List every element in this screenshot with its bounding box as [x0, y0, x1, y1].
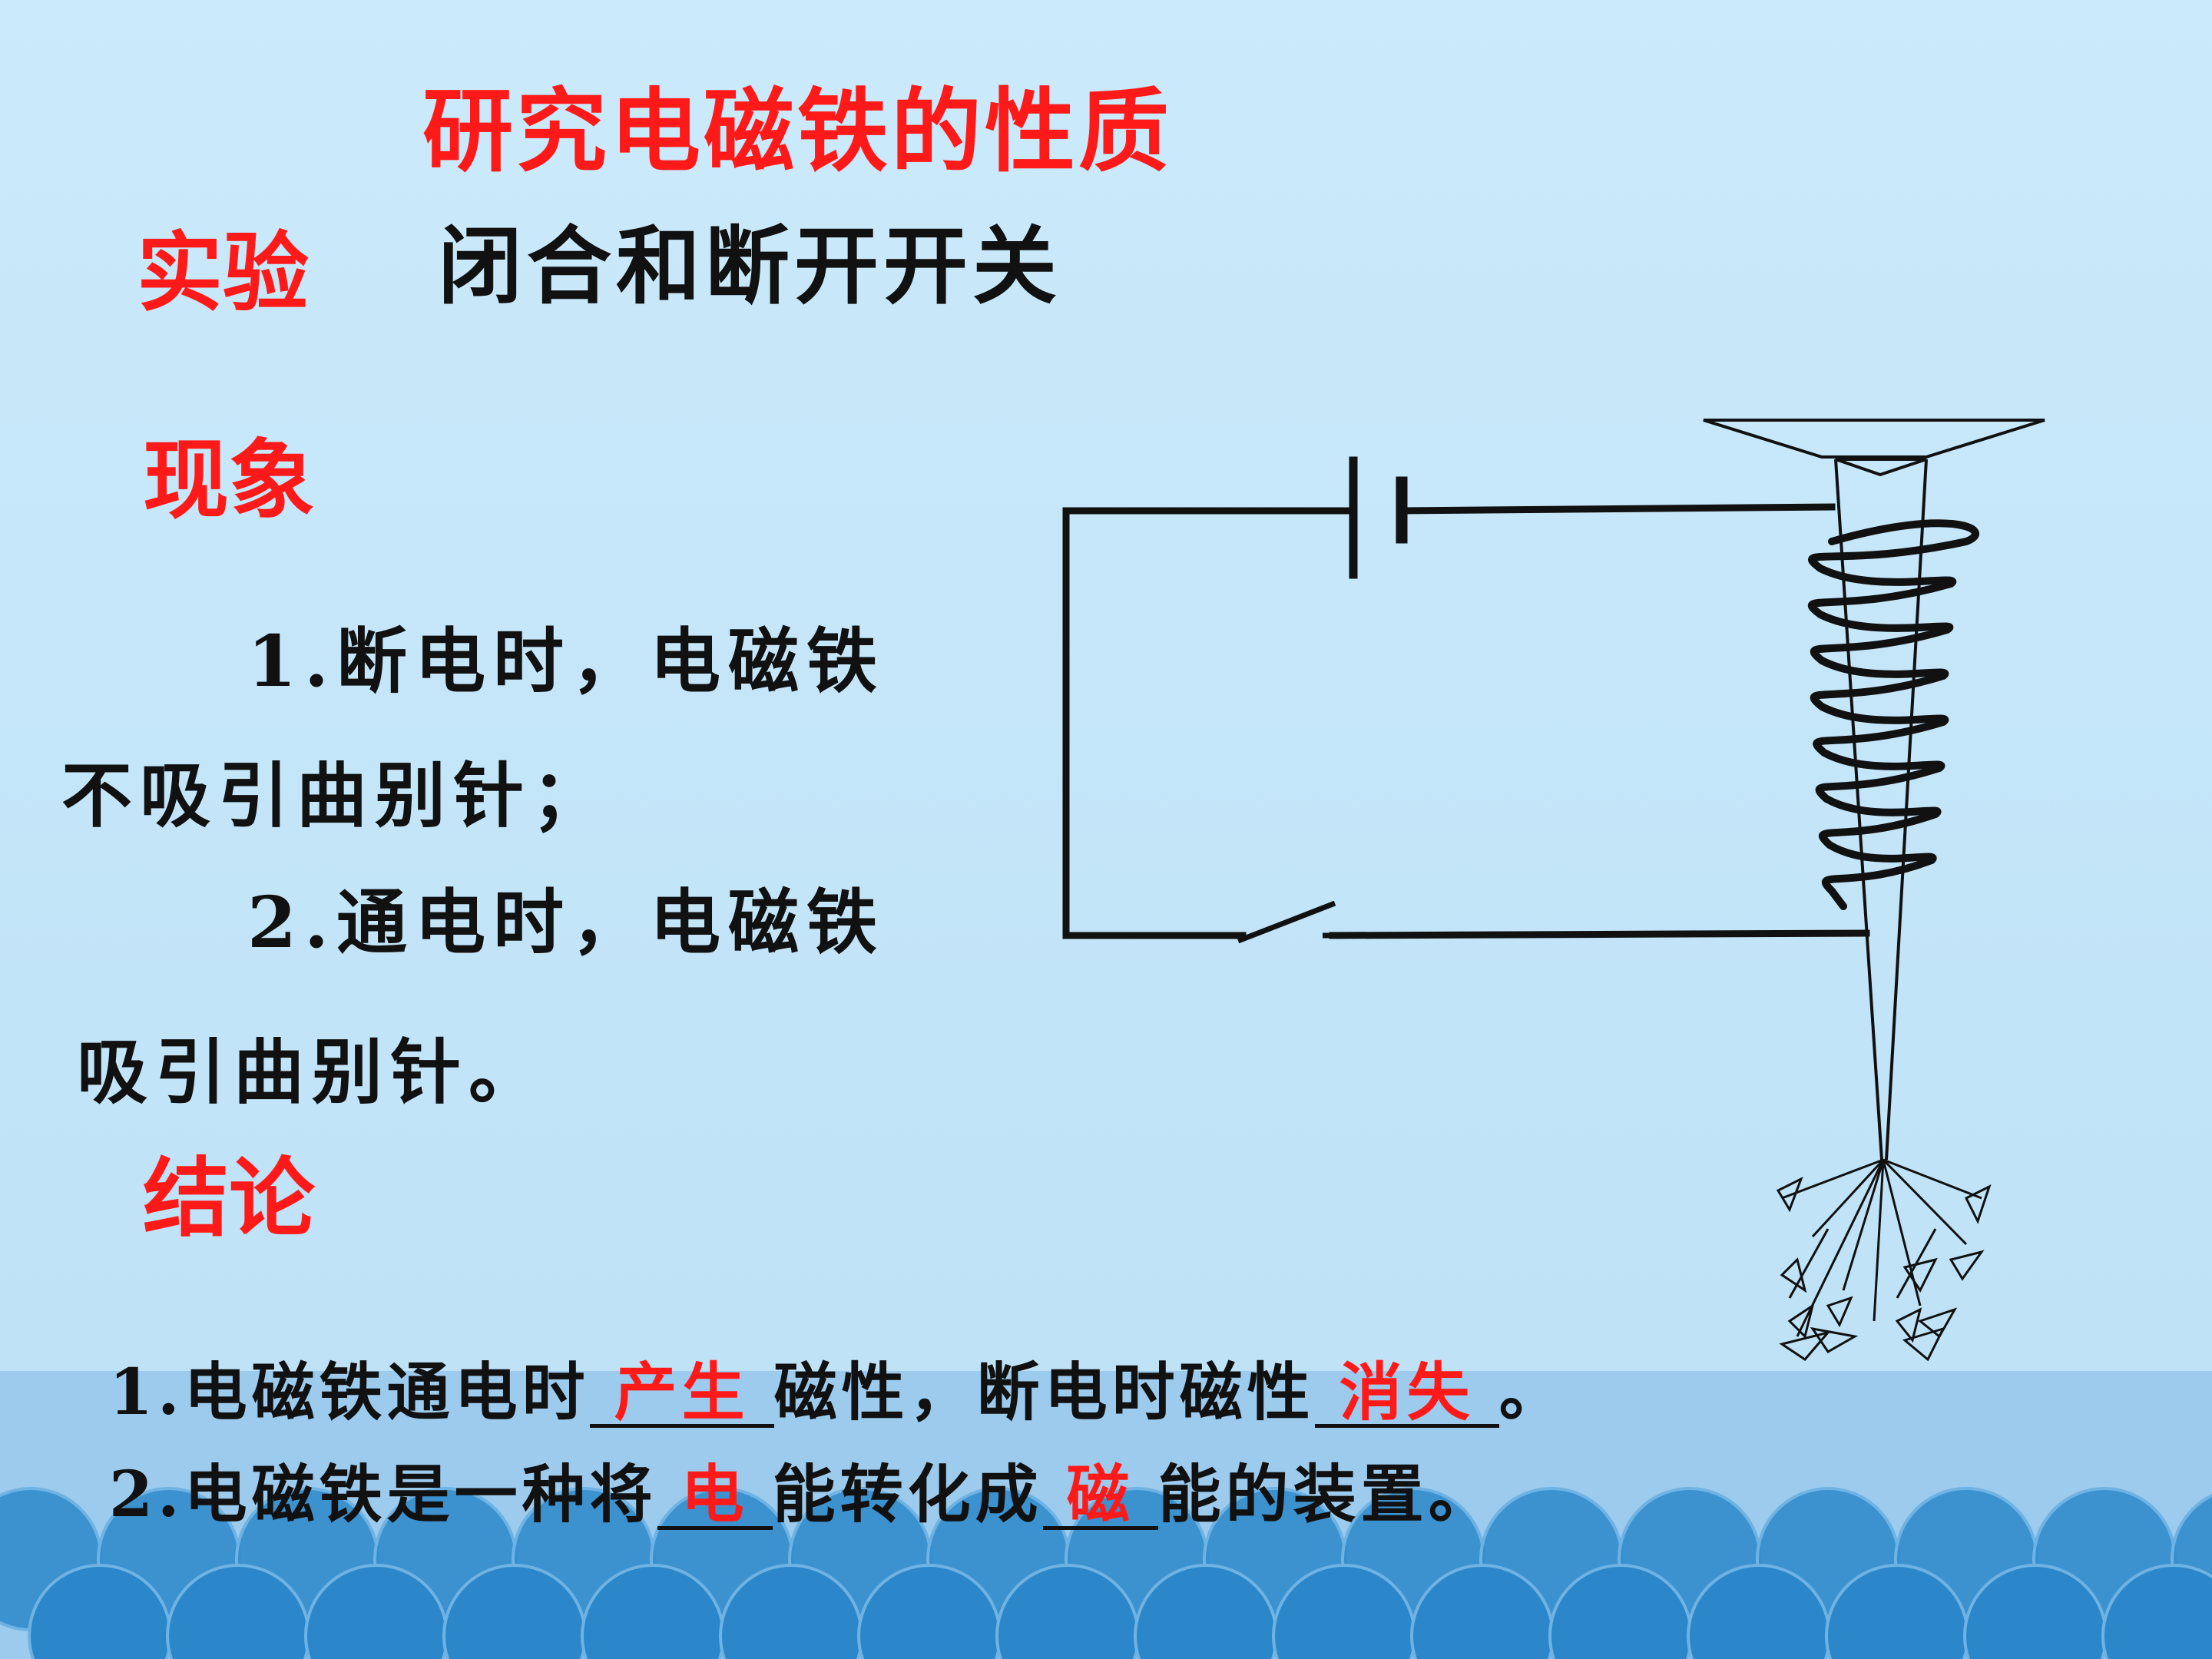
switch-icon: [1237, 900, 1336, 944]
blank-4: 磁: [1042, 1463, 1158, 1530]
blank-3: 电: [657, 1463, 773, 1530]
phenomenon-line-1a: 1.断电时，电磁铁: [247, 620, 886, 703]
blank-2: 消失: [1314, 1361, 1499, 1428]
conclusion-2-part-3: 能的装置。: [1157, 1458, 1496, 1532]
page-title: 研究电磁铁的性质: [422, 78, 1173, 184]
blank-3-answer: 电: [680, 1458, 749, 1532]
phenomenon-label: 现象: [143, 430, 315, 531]
conclusion-2-part-1: 2.电磁铁是一种将: [109, 1458, 657, 1532]
blank-4-answer: 磁: [1066, 1458, 1134, 1532]
blank-1: 产生: [589, 1361, 774, 1428]
conclusion-sentence-1: 1.电磁铁通电时产生磁性，断电时磁性消失。: [109, 1361, 1567, 1428]
blank-2-answer: 消失: [1339, 1356, 1475, 1429]
circuit-wire-bottom: [1329, 929, 1870, 939]
phenomenon-line-2a: 2.通电时，电磁铁: [247, 881, 886, 964]
experiment-label: 实验: [137, 223, 309, 323]
blank-1-answer: 产生: [614, 1356, 750, 1429]
circuit-wire: [1062, 507, 1357, 939]
conclusion-1-part-3: 。: [1498, 1356, 1567, 1429]
experiment-text: 闭合和断开开关: [438, 217, 1061, 316]
conclusion-label: 结论: [143, 1148, 315, 1249]
conclusion-2-part-2: 能转化成: [772, 1458, 1043, 1532]
conclusion-sentence-2: 2.电磁铁是一种将电能转化成磁能的装置。: [109, 1463, 1496, 1530]
circuit-wire-top: [1398, 503, 1836, 515]
paper-clips-icon: [1776, 1158, 1992, 1362]
conclusion-1-part-1: 1.电磁铁通电时: [109, 1356, 590, 1429]
coil-icon: [1807, 519, 1979, 910]
phenomenon-line-2b: 吸引曲别针。: [77, 1031, 548, 1114]
wave-decoration: [0, 1487, 2212, 1659]
conclusion-1-part-2: 磁性，断电时磁性: [773, 1356, 1315, 1429]
phenomenon-line-1b: 不吸引曲别针；: [61, 754, 611, 837]
battery-icon: [1349, 456, 1408, 579]
